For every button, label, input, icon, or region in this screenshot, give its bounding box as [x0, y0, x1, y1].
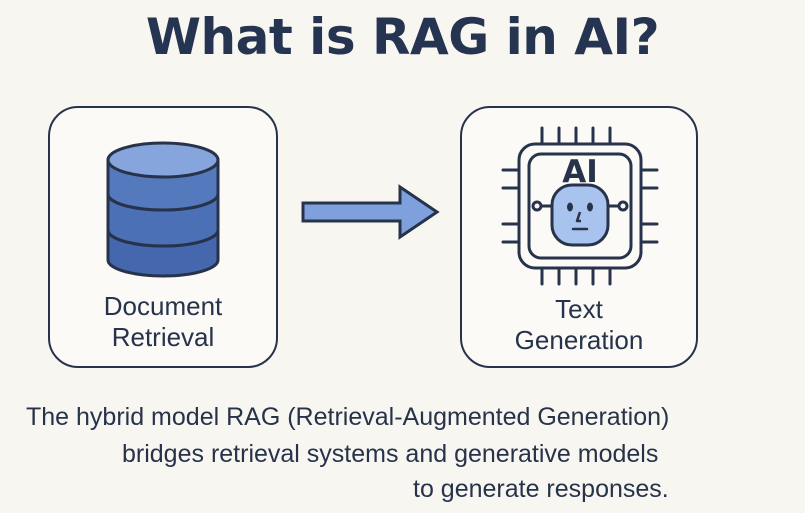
page-title: What is RAG in AI?	[145, 8, 660, 66]
text-label-line1: Text	[555, 294, 603, 324]
text-generation-panel: AI Text Generation	[460, 106, 698, 368]
caption-line2: bridges retrieval systems and generative…	[122, 440, 659, 468]
ai-chip-icon: AI	[501, 126, 659, 286]
document-retrieval-panel: Document Retrieval	[48, 106, 278, 368]
arrow-right-icon	[301, 184, 440, 240]
text-generation-label: Text Generation	[462, 294, 696, 356]
database-icon	[106, 141, 220, 278]
ai-chip-text: AI	[562, 154, 598, 190]
text-label-line2: Generation	[514, 325, 644, 355]
caption-line3: to generate responses.	[413, 475, 669, 503]
document-label-line2: Retrieval	[111, 322, 215, 352]
caption-line1: The hybrid model RAG (Retrieval-Augmente…	[26, 403, 670, 431]
document-label-line1: Document	[103, 291, 223, 321]
document-retrieval-label: Document Retrieval	[50, 291, 276, 353]
